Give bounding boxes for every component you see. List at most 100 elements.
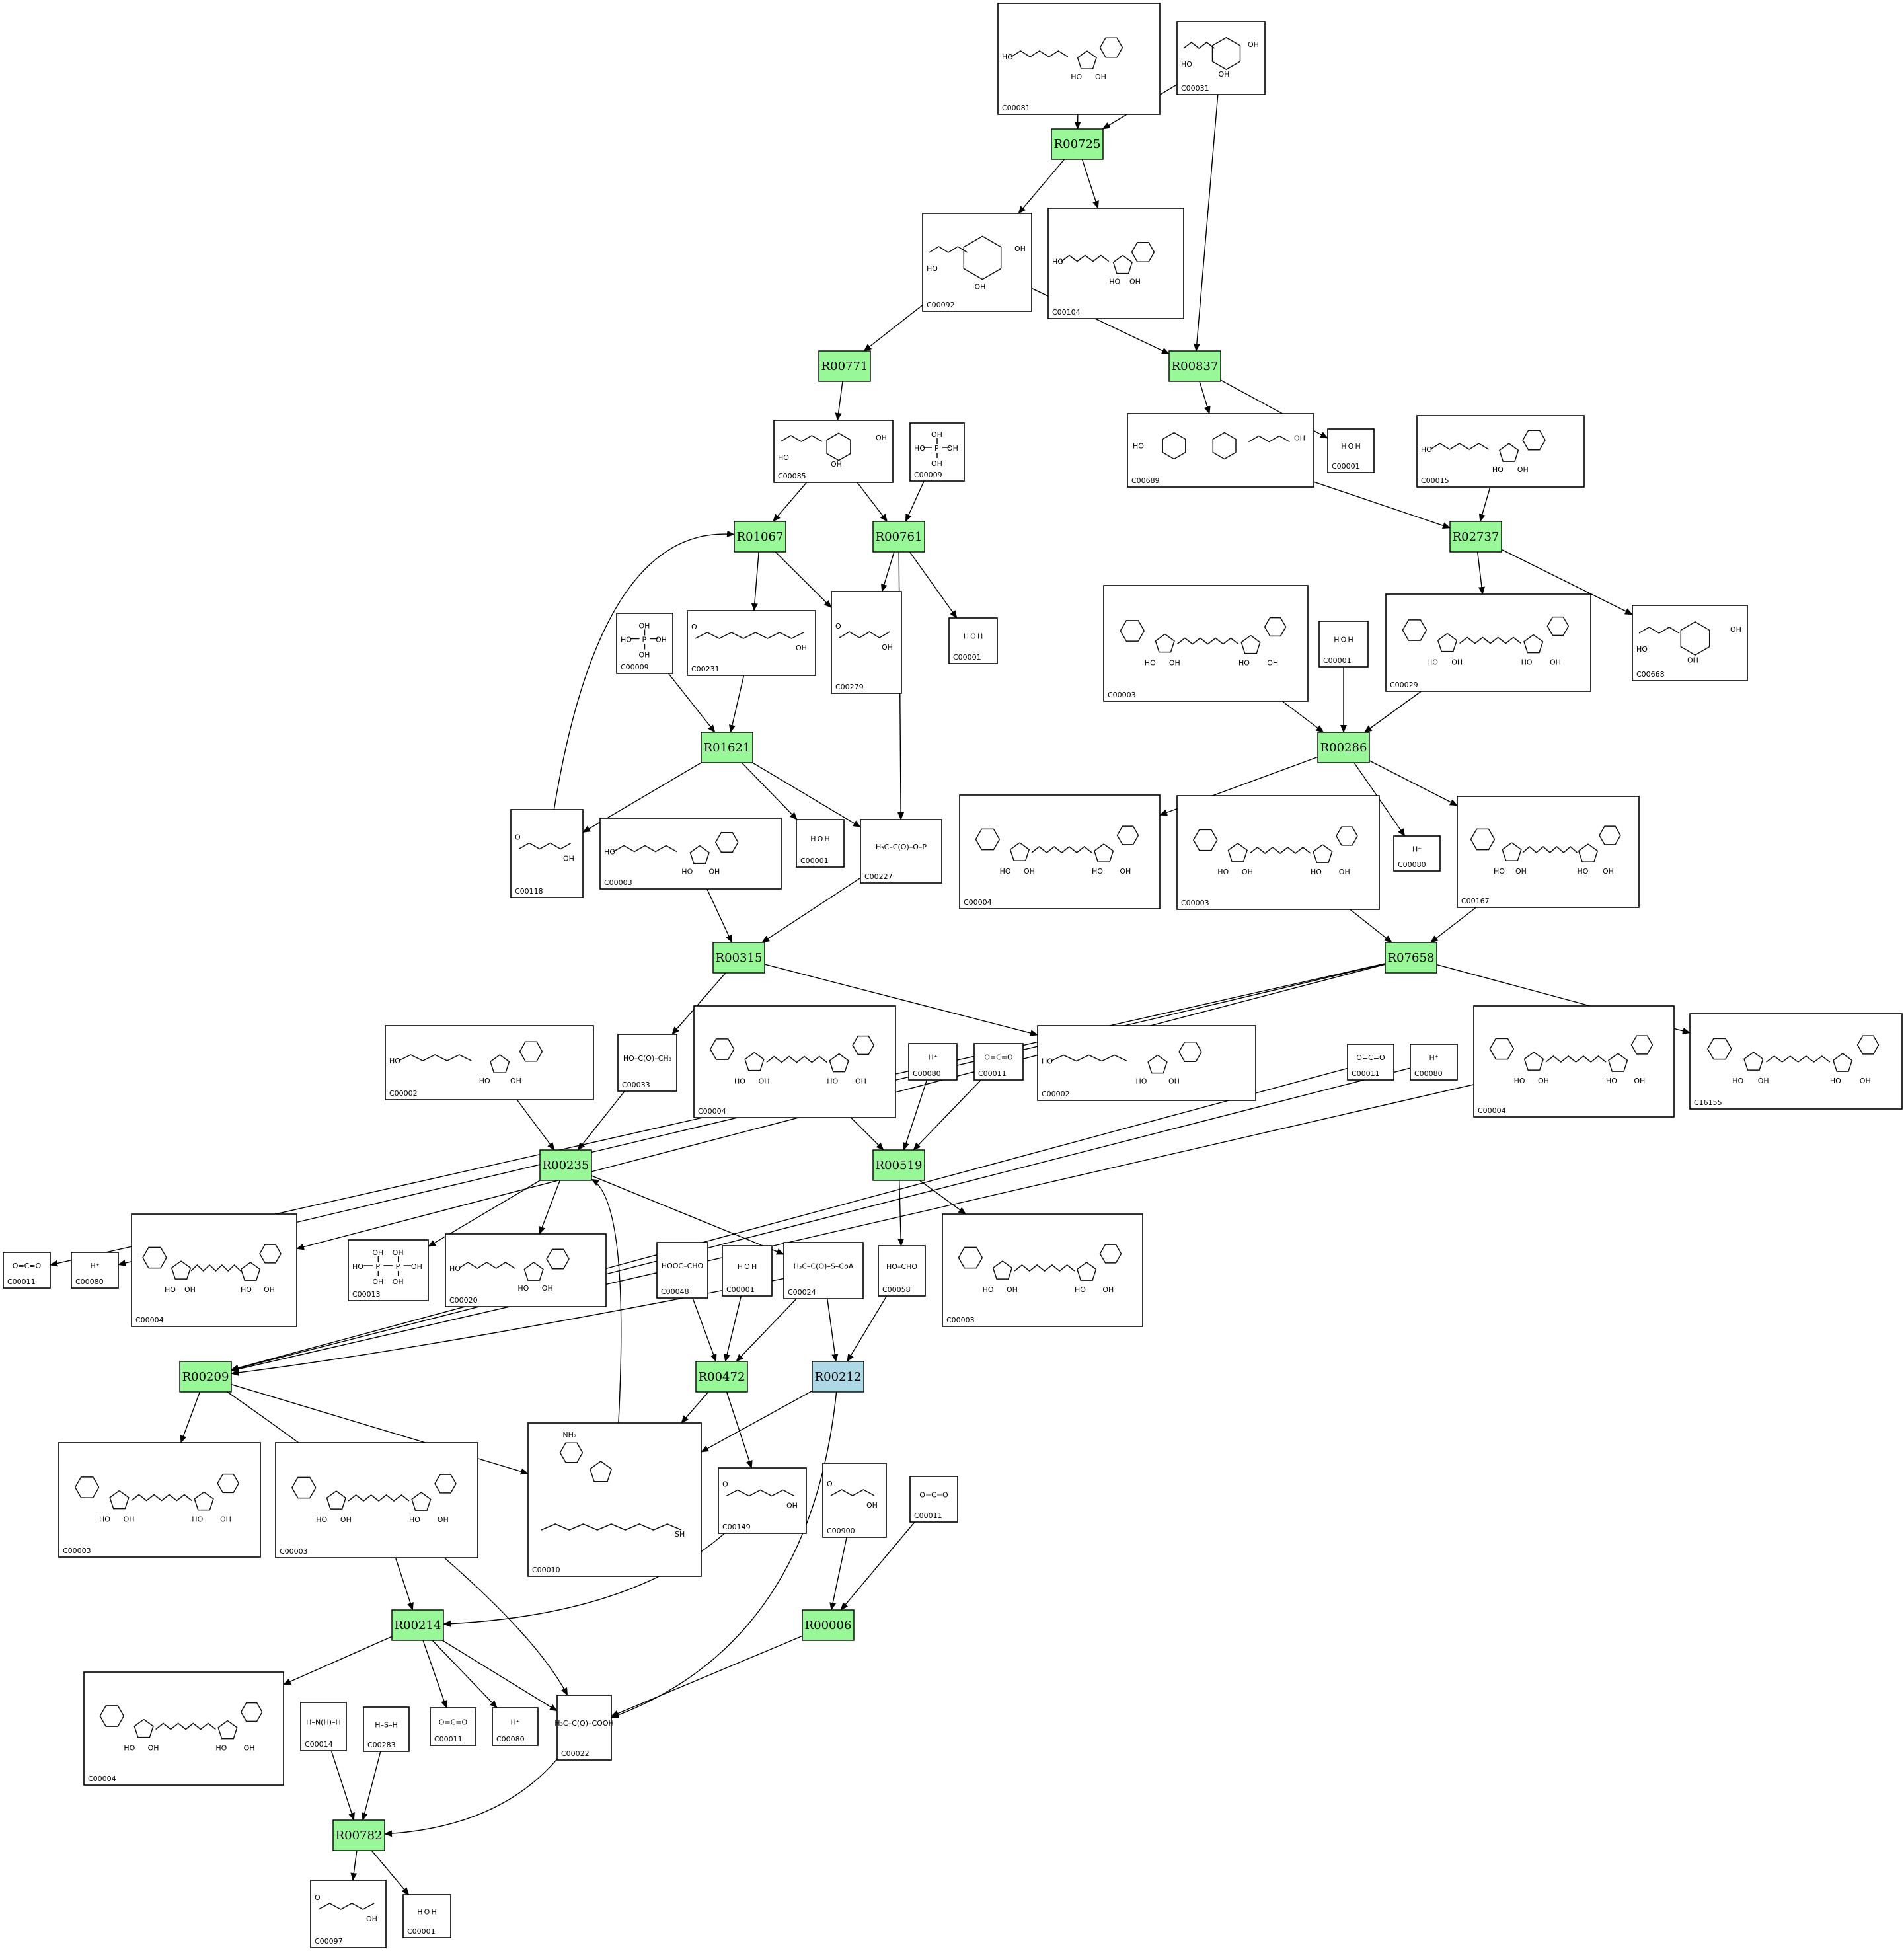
reaction-node[interactable]: R00837 bbox=[1168, 350, 1221, 382]
reaction-node[interactable]: R00235 bbox=[539, 1149, 592, 1181]
reaction-node[interactable]: R07658 bbox=[1385, 942, 1437, 974]
ring-bond bbox=[1155, 633, 1175, 653]
ring-bond bbox=[1178, 1042, 1202, 1062]
formula-text: O=C=O bbox=[919, 1491, 948, 1500]
compound-frame bbox=[693, 1005, 896, 1118]
ring-bond bbox=[1162, 432, 1186, 460]
compound-frame bbox=[783, 1242, 864, 1299]
reaction-edge bbox=[736, 1298, 797, 1362]
compound-node[interactable]: H⁺C00080 bbox=[1393, 835, 1441, 872]
compound-node[interactable]: H⁺C00080 bbox=[1410, 1044, 1458, 1081]
compound-frame bbox=[510, 809, 584, 898]
reaction-box bbox=[1449, 521, 1502, 553]
reaction-node[interactable]: R02737 bbox=[1449, 521, 1502, 553]
reaction-node[interactable]: R00771 bbox=[818, 350, 871, 382]
reaction-edge bbox=[1199, 381, 1211, 414]
reaction-node[interactable]: R00761 bbox=[872, 521, 925, 553]
reaction-node[interactable]: R00782 bbox=[332, 1819, 385, 1851]
reaction-node[interactable]: R00519 bbox=[872, 1149, 925, 1181]
atom-label: O bbox=[691, 623, 697, 631]
atom-label: P bbox=[375, 1262, 380, 1271]
reaction-node[interactable]: R00725 bbox=[1051, 128, 1104, 160]
atom-label: OH bbox=[1517, 465, 1529, 474]
reaction-node[interactable]: R00209 bbox=[179, 1361, 232, 1393]
ring-bond bbox=[1116, 825, 1139, 845]
reaction-node[interactable]: R00315 bbox=[712, 942, 765, 974]
reaction-edge bbox=[422, 1640, 447, 1708]
compound-node[interactable]: H⁺C00080 bbox=[492, 1707, 539, 1746]
reaction-node[interactable]: R01067 bbox=[734, 521, 786, 553]
reaction-box bbox=[539, 1149, 592, 1181]
atom-label: OH bbox=[124, 1515, 135, 1524]
compound-node[interactable]: H⁺C00080 bbox=[908, 1043, 958, 1081]
compound-frame bbox=[942, 1213, 1143, 1327]
reaction-edge bbox=[840, 1521, 915, 1611]
reaction-node[interactable]: R01621 bbox=[701, 732, 753, 763]
atom-label: OH bbox=[1168, 1077, 1180, 1086]
compound-node[interactable]: H⁺C00080 bbox=[71, 1252, 119, 1289]
reaction-node[interactable]: R00286 bbox=[1317, 732, 1370, 763]
reaction-node[interactable]: R00212 bbox=[812, 1361, 864, 1393]
atom-label: OH bbox=[1242, 868, 1253, 876]
reaction-node[interactable]: R00214 bbox=[391, 1609, 444, 1641]
reaction-node[interactable]: R00006 bbox=[802, 1609, 855, 1641]
reaction-node[interactable]: R00472 bbox=[695, 1361, 748, 1393]
ring-bond bbox=[99, 1705, 124, 1727]
formula-text: HO–CHO bbox=[886, 1262, 917, 1271]
